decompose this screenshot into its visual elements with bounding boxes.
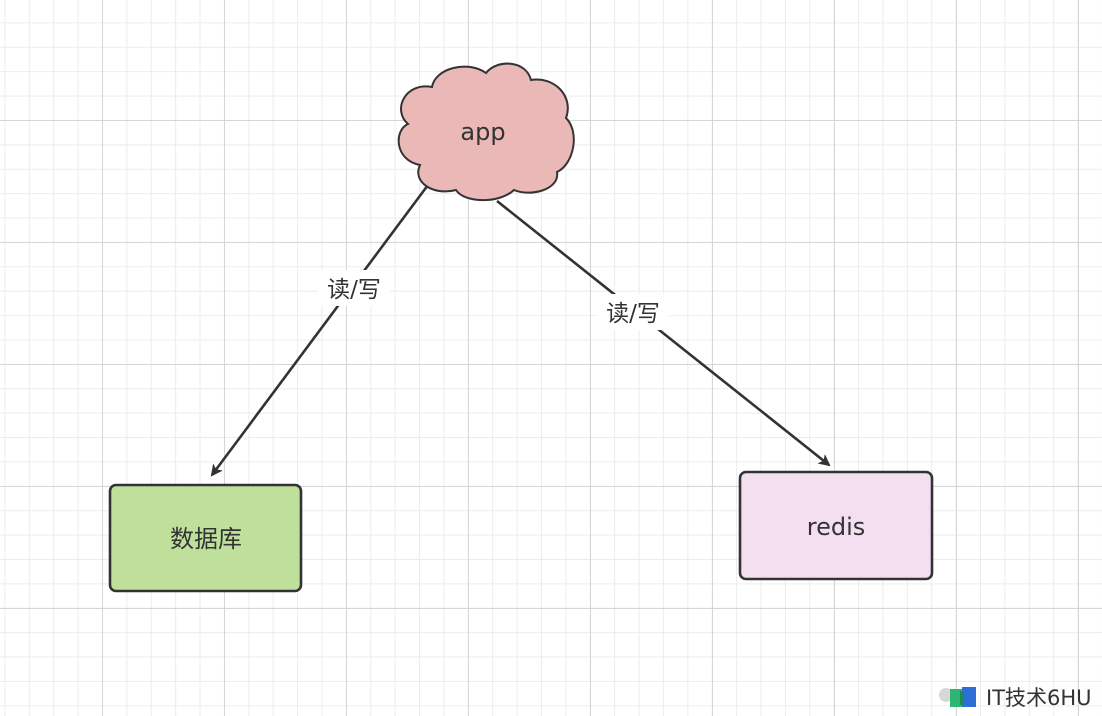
watermark: IT技术6HU (938, 682, 1092, 712)
node-database-box (108, 483, 303, 593)
node-app[interactable]: app (397, 62, 575, 202)
edge-label-text-app-to-redis: 读/写 (606, 301, 660, 327)
node-database[interactable]: 数据库 (108, 483, 303, 593)
edge-label-app-to-redis: 读/写 (597, 294, 669, 330)
node-database-label: 数据库 (170, 525, 242, 553)
edge-label-app-to-database: 读/写 (318, 270, 390, 306)
watermark-logo-icon (939, 687, 976, 707)
edge-line-app-to-database (210, 184, 430, 477)
cloud-shape (397, 62, 575, 202)
edge-app-to-database (210, 184, 430, 477)
node-redis-label: redis (807, 513, 866, 541)
node-redis-box (738, 470, 934, 581)
watermark-text: IT技术6HU (986, 686, 1092, 710)
edge-app-to-redis (496, 199, 831, 467)
node-redis[interactable]: redis (738, 470, 934, 581)
edge-label-text-app-to-database: 读/写 (327, 277, 381, 303)
edge-line-app-to-redis (496, 199, 831, 467)
node-app-label: app (460, 118, 505, 146)
